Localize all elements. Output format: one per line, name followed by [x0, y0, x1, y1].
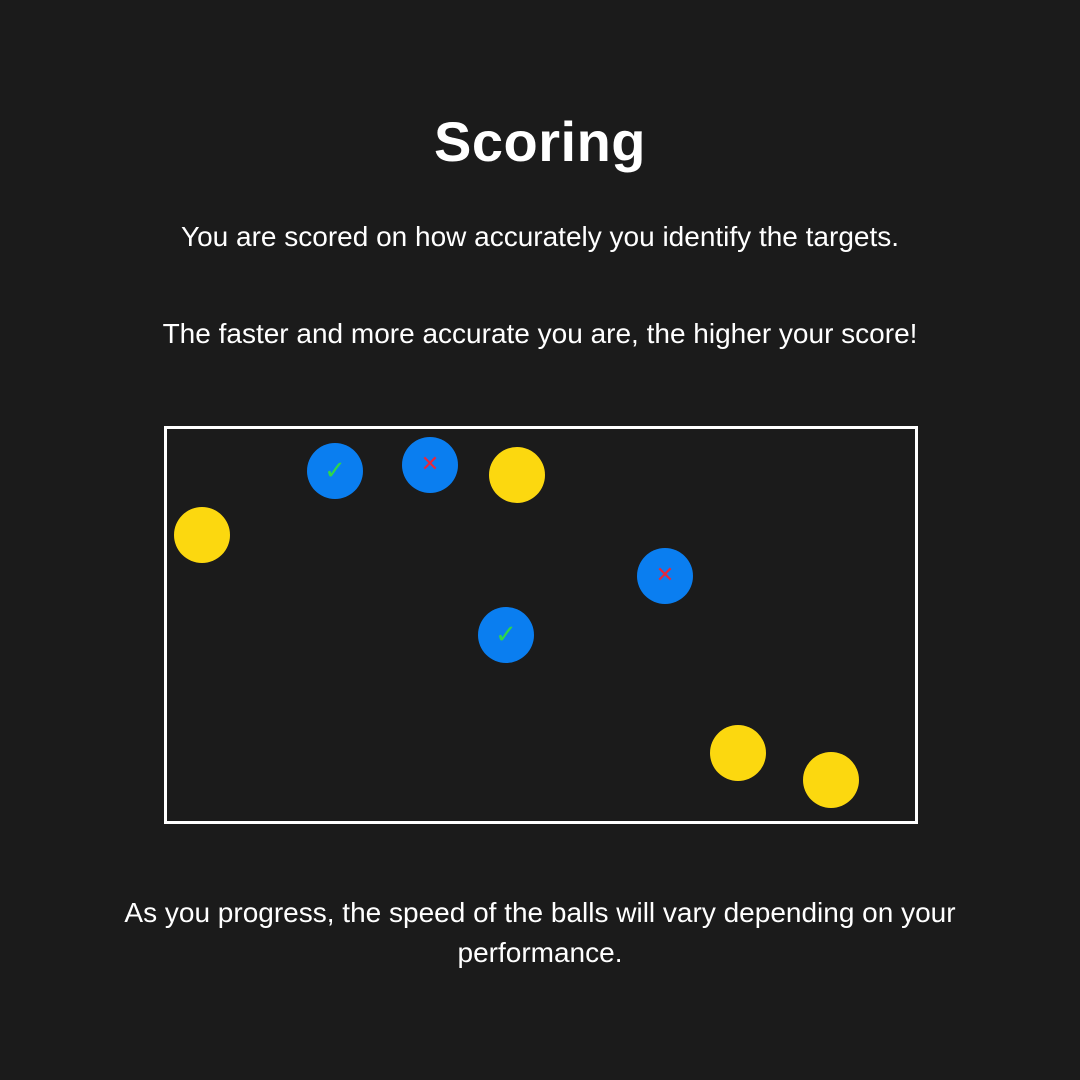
target-ball-wrong-1[interactable]: ✕	[402, 437, 458, 493]
progression-note: As you progress, the speed of the balls …	[124, 897, 956, 968]
distractor-ball-2[interactable]	[174, 507, 230, 563]
check-icon: ✓	[495, 620, 517, 650]
game-arena: ✓ ✕ ✕ ✓	[164, 426, 918, 824]
speed-accuracy-note: The faster and more accurate you are, th…	[162, 318, 918, 349]
cross-icon: ✕	[655, 563, 675, 588]
target-ball-wrong-2[interactable]: ✕	[637, 548, 693, 604]
scoring-description: You are scored on how accurately you ide…	[180, 221, 900, 252]
distractor-ball-1[interactable]	[489, 447, 545, 503]
page-title: Scoring	[434, 110, 646, 173]
distractor-ball-4[interactable]	[803, 752, 859, 808]
target-ball-correct-2[interactable]: ✓	[478, 607, 534, 663]
cross-icon: ✕	[420, 452, 440, 477]
check-icon: ✓	[324, 456, 346, 486]
distractor-ball-3[interactable]	[710, 725, 766, 781]
target-ball-correct-1[interactable]: ✓	[307, 443, 363, 499]
